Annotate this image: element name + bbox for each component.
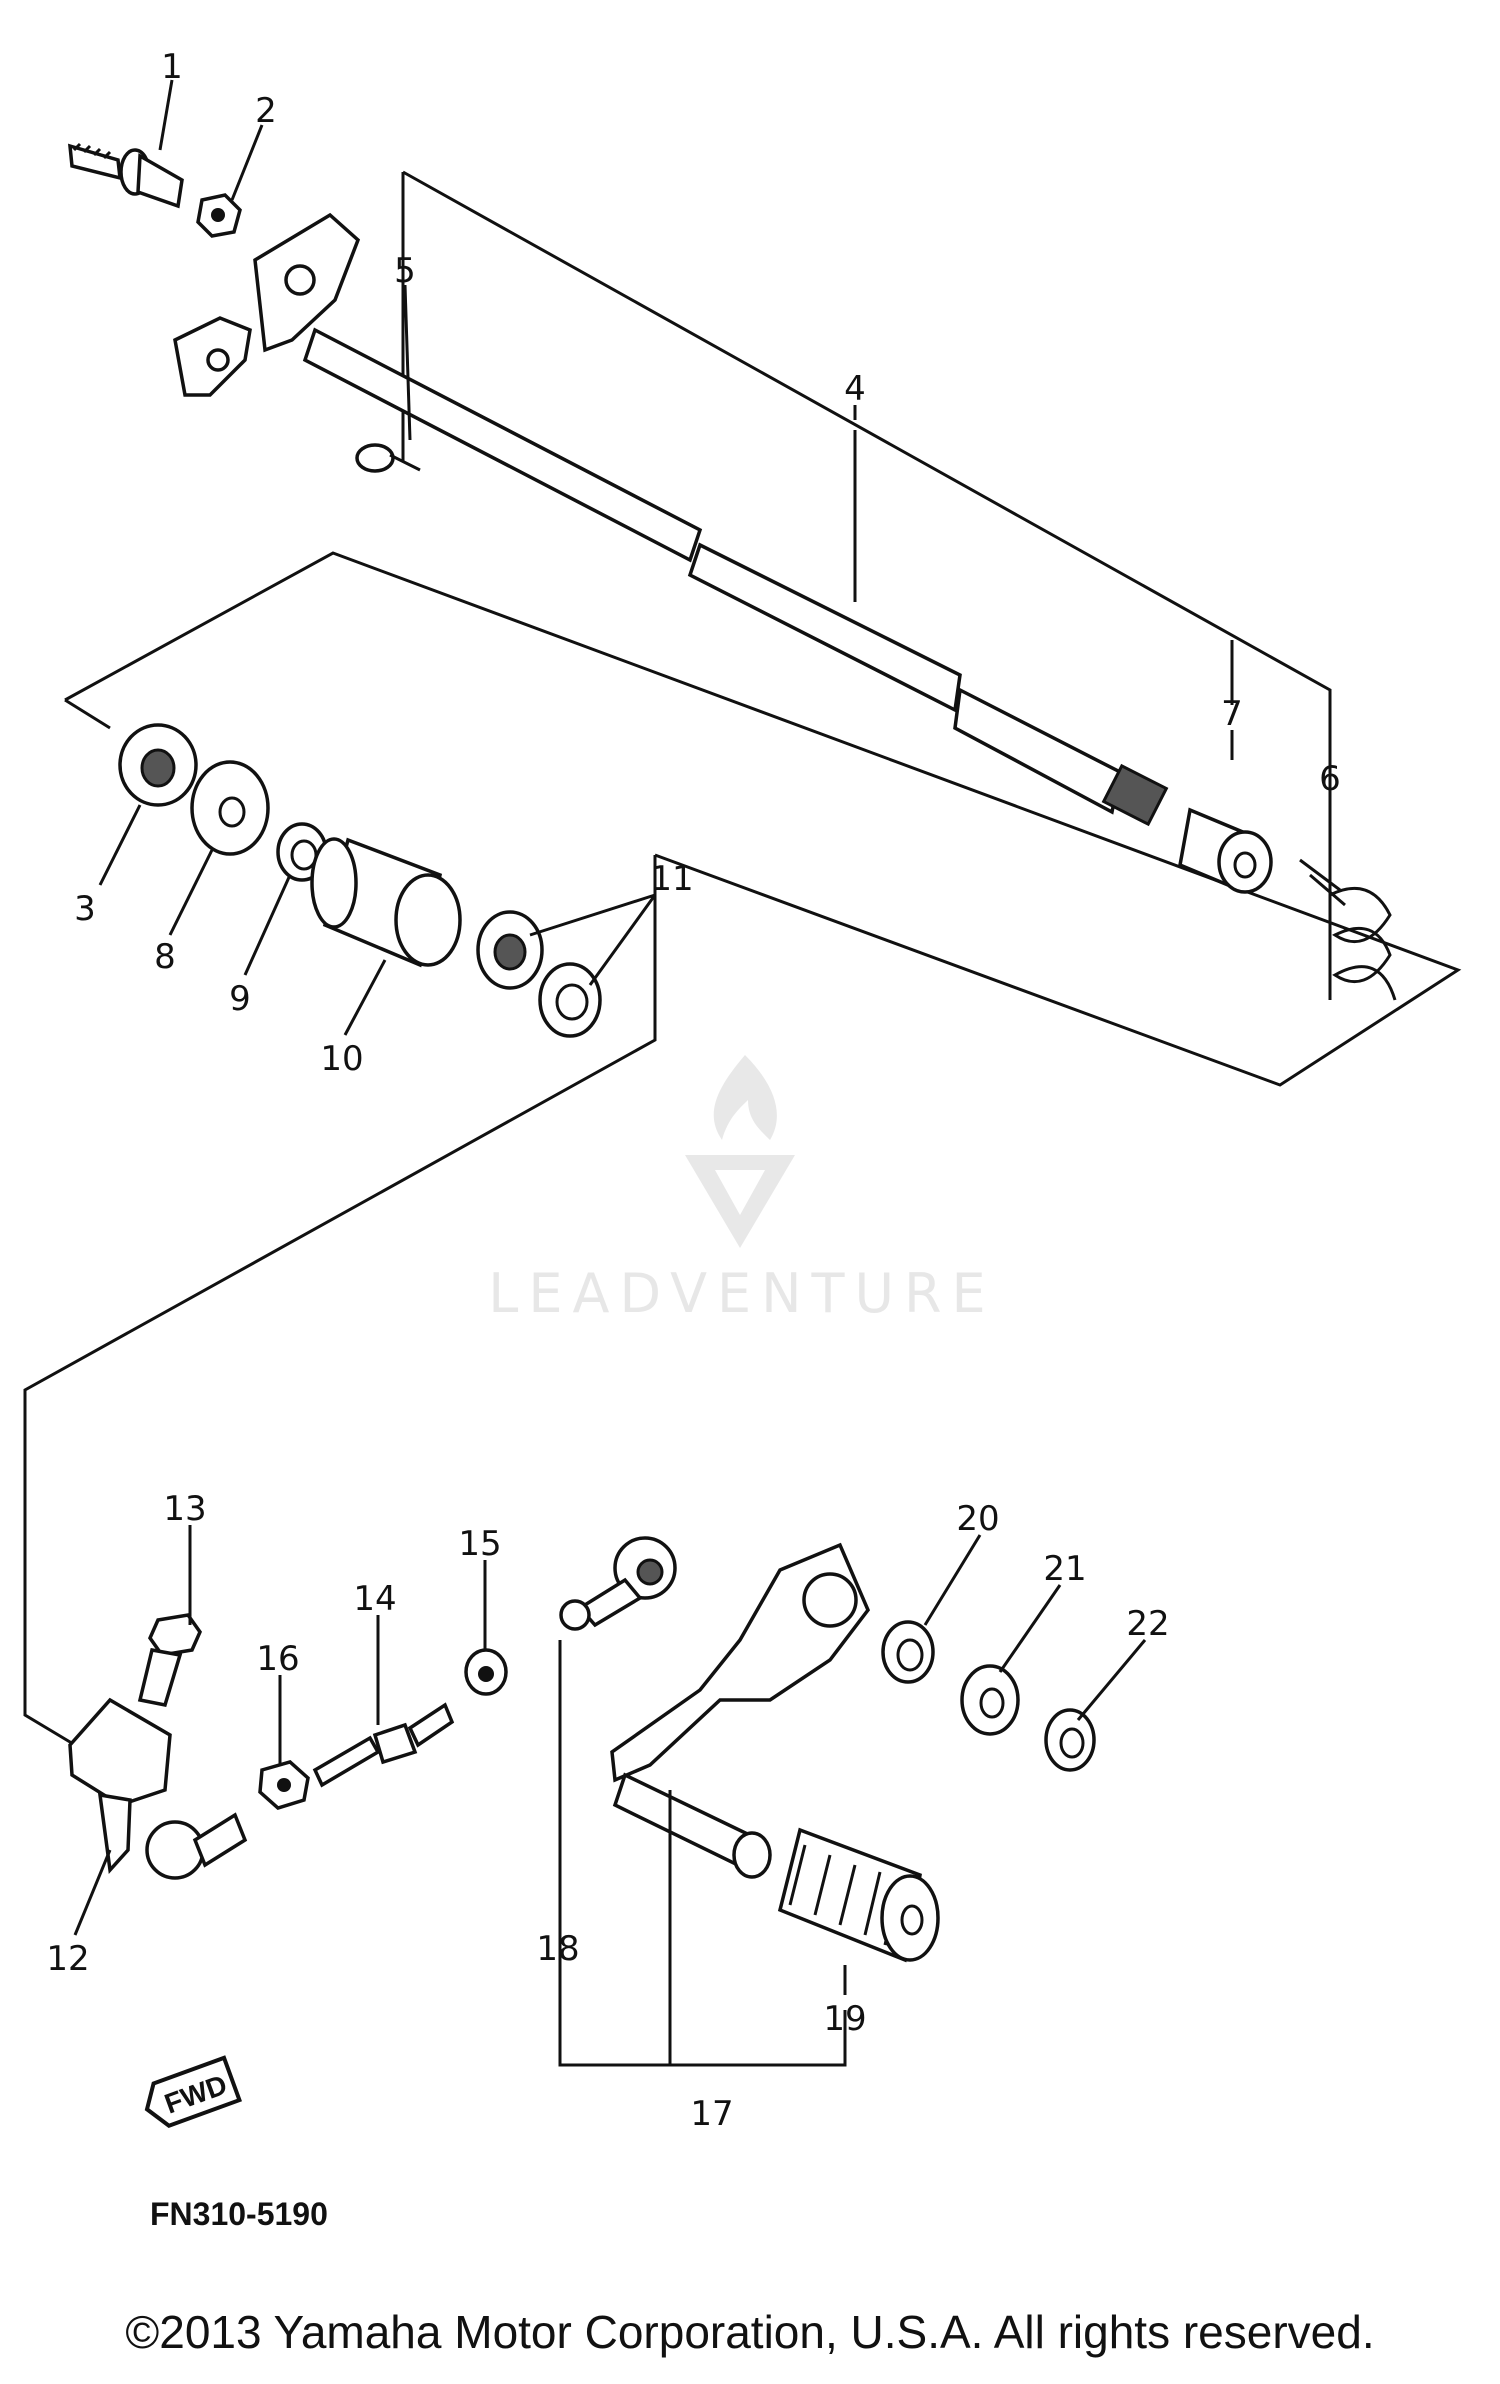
shift-pedal-17 <box>610 1542 871 1879</box>
part-label-3: 3 <box>74 889 96 929</box>
watermark-text: LEADVENTURE <box>488 1262 995 1325</box>
oil-seal-3 <box>118 723 198 807</box>
circlip-5 <box>355 443 421 473</box>
leadventure-watermark: LEADVENTURE <box>488 1055 995 1325</box>
copyright-notice: ©2013 Yamaha Motor Corporation, U.S.A. A… <box>125 2306 1375 2358</box>
leader-frame-top <box>401 170 1332 1000</box>
leader-lines <box>73 79 1332 1995</box>
bolt-13 <box>137 1613 203 1708</box>
part-label-10: 10 <box>320 1039 363 1079</box>
rod-end-18 <box>559 1536 677 1631</box>
shift-rod-14 <box>312 1702 455 1788</box>
washer-21 <box>960 1664 1020 1736</box>
nut-15 <box>464 1648 508 1696</box>
nut-2 <box>196 193 242 238</box>
part-label-21: 21 <box>1043 1549 1086 1589</box>
washer-8 <box>190 760 270 856</box>
assembly-frame <box>23 551 1462 1747</box>
part-label-6: 6 <box>1319 759 1341 799</box>
part-label-17: 17 <box>690 2094 733 2134</box>
shift-arm-12 <box>68 1697 248 1880</box>
part-label-5: 5 <box>394 251 416 291</box>
part-label-14: 14 <box>353 1579 396 1619</box>
circlip-20 <box>881 1620 935 1684</box>
part-labels: 1 2 5 4 7 6 3 8 9 10 11 13 15 14 16 12 1… <box>46 47 1340 2134</box>
nut-16 <box>258 1760 310 1810</box>
part-label-12: 12 <box>46 1939 89 1979</box>
bearing-11 <box>476 910 602 1038</box>
shift-linkage-group <box>68 1536 1096 2067</box>
circlip-22 <box>1044 1708 1096 1772</box>
shift-shaft-group <box>23 142 1462 1747</box>
drawing-number: FN310-5190 <box>150 2196 328 2232</box>
part-label-19: 19 <box>823 1999 866 2039</box>
v-logo-icon <box>685 1155 795 1248</box>
part-label-8: 8 <box>154 937 176 977</box>
part-label-2: 2 <box>255 91 277 131</box>
part-label-15: 15 <box>458 1524 501 1564</box>
part-label-7: 7 <box>1221 694 1243 734</box>
part-label-4: 4 <box>844 369 866 409</box>
shift-shaft-4 <box>173 212 1169 827</box>
leader-bracket-17 <box>558 1640 847 2067</box>
part-label-18: 18 <box>536 1929 579 1969</box>
fwd-arrow-icon: FWD <box>144 2055 242 2129</box>
part-label-1: 1 <box>161 47 183 87</box>
collar-10 <box>310 837 462 968</box>
part-label-16: 16 <box>256 1639 299 1679</box>
bolt-1 <box>68 142 184 209</box>
torsion-spring-6 <box>1299 858 1397 1001</box>
part-label-9: 9 <box>229 979 251 1019</box>
pedal-rubber-19 <box>777 1827 940 1963</box>
part-label-20: 20 <box>956 1499 999 1539</box>
part-label-13: 13 <box>163 1489 206 1529</box>
part-label-22: 22 <box>1126 1604 1169 1644</box>
collar-7 <box>1178 807 1273 894</box>
part-label-11: 11 <box>650 859 693 899</box>
flame-logo-icon <box>713 1055 777 1140</box>
